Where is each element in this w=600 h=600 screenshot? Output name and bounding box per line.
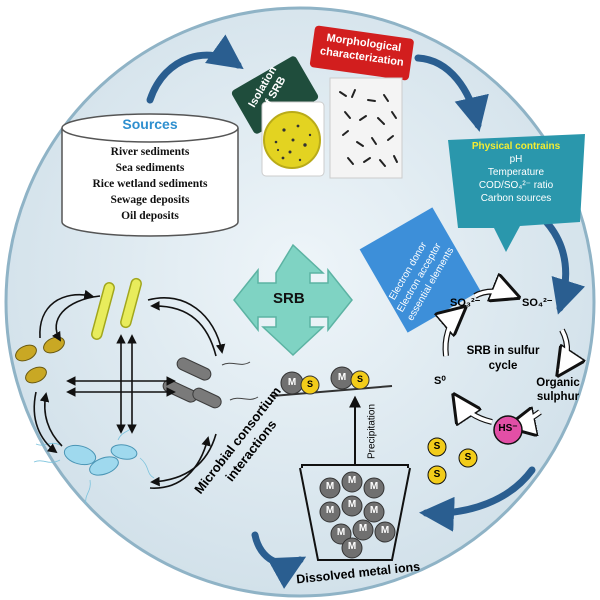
sulfur-atoms [427,437,478,485]
hs-label: HS⁻ [498,423,518,434]
petri-dish-image [261,101,325,177]
cycle-line1: SRB in sulfur [466,345,540,357]
sulfur-atom-label: S [433,469,441,480]
physical-title: Physical contrains [471,141,561,152]
physical-item: Temperature [487,167,545,178]
s0-label: S⁰ [434,375,446,387]
sulfur-cycle-arrows [446,292,568,427]
srb-center-label: SRB [273,290,305,307]
metal-ion-label: M [369,505,379,516]
precipitate-m-label: M [337,372,347,383]
metal-ion-label: M [336,527,346,538]
sources-title: Sources [122,116,178,132]
metal-ions-basket [299,464,411,561]
physical-item: COD/SO₄²⁻ ratio [478,180,554,191]
physical-item: pH [509,154,523,165]
metal-ion-label: M [325,481,335,492]
metal-ion-label: M [380,525,390,536]
sulfur-cycle-label: SRB in sulfur cycle [458,344,548,374]
microscopy-image [329,77,403,179]
srb-arrow-shape [233,243,353,357]
isolation-box [231,56,319,134]
precipitate-m-label: M [287,377,297,388]
cycle-line2: cycle [488,360,518,372]
source-item: Sewage deposits [110,194,190,206]
source-item: Rice wetland sediments [92,178,208,190]
physical-constraints-box [448,134,585,252]
metal-ion-label: M [325,505,335,516]
source-item: Sea sediments [115,162,185,174]
so4-label: SO₄²⁻ [522,297,553,309]
precipitate-s-label: S [356,374,363,384]
flow-arrows [146,34,586,589]
precipitation-label: Precipitation [366,403,378,460]
electron-box [359,207,481,333]
hs-circle [493,415,523,445]
metal-ion-label: M [369,481,379,492]
source-item: River sediments [110,146,190,158]
sources-cylinder [61,113,239,237]
sulfur-atom-label: S [433,441,441,452]
source-item: Oil deposits [121,210,179,222]
metal-ion-label: M [347,475,357,486]
metal-ion-balls [319,471,396,559]
microbes-group [15,277,259,505]
precipitate-pairs [271,366,393,397]
metal-ion-label: M [358,523,368,534]
morphological-box [309,25,414,81]
metal-ion-label: M [347,541,357,552]
physical-item: Carbon sources [480,193,552,204]
interaction-arrows [33,289,226,489]
organic-line2: sulphur [536,391,580,403]
so3-label: SO₃²⁻ [450,297,481,309]
metal-ion-label: M [347,499,357,510]
sulfur-atom-label: S [464,452,472,463]
organic-line1: Organic [536,377,580,389]
organic-sulphur-label: Organic sulphur [528,376,588,404]
precipitate-s-label: S [306,379,313,389]
